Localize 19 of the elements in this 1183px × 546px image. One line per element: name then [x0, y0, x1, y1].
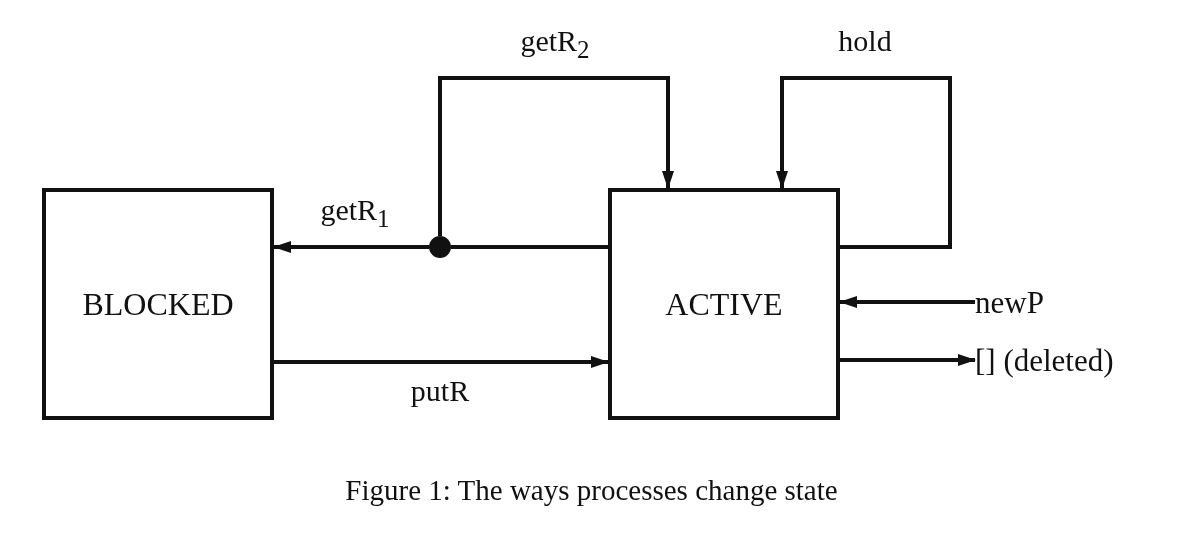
arrow — [273, 241, 429, 253]
edge-label: hold — [838, 24, 892, 58]
arrow — [274, 356, 609, 368]
state-box — [608, 188, 840, 420]
edge-label: putR — [410, 374, 470, 408]
arrow — [840, 354, 976, 366]
arrow — [776, 76, 952, 249]
arrow — [438, 76, 674, 236]
state-label: BLOCKED — [82, 285, 234, 323]
figure-caption: Figure 1: The ways processes change state — [344, 474, 839, 507]
state-box — [42, 188, 274, 420]
arrow — [839, 296, 975, 308]
state-label: ACTIVE — [665, 285, 783, 323]
terminal-label: newP — [975, 285, 1044, 321]
junction-dot — [429, 236, 451, 258]
connector-line — [451, 245, 608, 249]
edge-label: getR$_{2}$ — [520, 24, 590, 64]
terminal-label: [] (deleted) — [975, 343, 1114, 379]
edge-label: getR$_{1}$ — [320, 193, 390, 233]
